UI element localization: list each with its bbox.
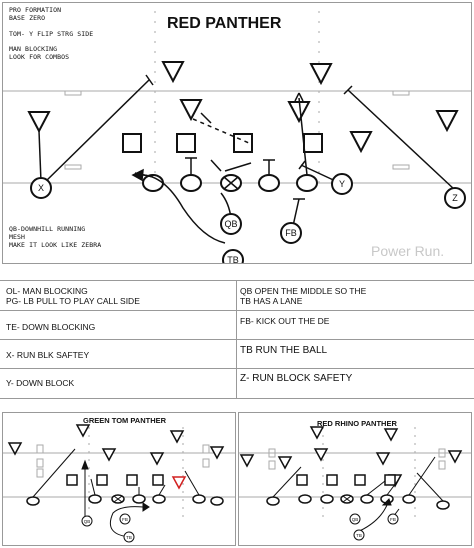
qb-line: MAKE IT LOOK LIKE ZEBRA: [9, 241, 102, 249]
info-line: BASE ZERO: [9, 14, 46, 22]
lineman-square: [233, 133, 253, 153]
watermark: Power Run.: [371, 243, 445, 259]
z-receiver-circle: [444, 187, 466, 209]
note-qb-line1: QB OPEN THE MIDDLE SO THE: [240, 286, 367, 296]
z-label: Z: [452, 193, 458, 203]
green-tb-label: TB: [126, 535, 132, 540]
defender-triangle: [349, 131, 373, 154]
blocking-routes: [38, 74, 456, 244]
green-tom-title: GREEN TOM PANTHER: [83, 416, 167, 425]
red-rhino-panel: QB FB TB RED RHINO PANTHER: [238, 412, 472, 546]
main-play-diagram: X Y Z QB FB TB: [3, 11, 471, 263]
lineman-oval: [180, 174, 202, 192]
x-label: X: [38, 183, 44, 193]
green-qb-label: QB: [84, 519, 91, 524]
note-ol: OL- MAN BLOCKING: [6, 286, 88, 296]
lineman-oval: [258, 174, 280, 192]
qb-circle: [220, 213, 242, 235]
defender-triangle: [161, 61, 185, 84]
blocking-info: MAN BLOCKING LOOK FOR COMBOS: [9, 45, 69, 61]
defender-triangle: [435, 110, 459, 133]
qb-line: QB-DOWNHILL RUNNING: [9, 225, 86, 233]
note-y: Y- DOWN BLOCK: [6, 378, 75, 388]
skill-players: [30, 173, 466, 263]
note-z: Z- RUN BLOCK SAFETY: [240, 373, 353, 384]
play-title: RED PANTHER: [167, 15, 282, 32]
blocking-line: LOOK FOR COMBOS: [9, 53, 70, 61]
rhino-tb-label: TB: [356, 533, 362, 538]
red-rhino-title: RED RHINO PANTHER: [317, 419, 397, 428]
info-line: [9, 22, 93, 30]
lineman-square: [303, 133, 323, 153]
lineman-square: [176, 133, 196, 153]
blocking-line: MAN BLOCKING: [9, 45, 58, 53]
qb-label: QB: [224, 219, 237, 229]
main-play-panel: X Y Z QB FB TB RED PANTHER PRO FORMATION…: [2, 2, 472, 264]
tb-label: TB: [227, 255, 239, 263]
rhino-fb-label: FB: [390, 517, 396, 522]
tb-circle: [222, 249, 244, 263]
fb-label: FB: [285, 228, 297, 238]
defender-triangle: [27, 111, 51, 134]
y-label: Y: [339, 179, 345, 189]
qb-line: MESH: [9, 233, 26, 241]
fb-circle: [280, 222, 302, 244]
rhino-qb-label: QB: [352, 517, 359, 522]
lineman-oval: [296, 174, 318, 192]
highlighted-defender-triangle: [171, 476, 187, 490]
note-fb: FB- KICK OUT THE DE: [240, 316, 330, 326]
formation-info: PRO FORMATION BASE ZERO TOM- Y FLIP STRG…: [9, 6, 93, 38]
x-receiver-circle: [30, 177, 52, 199]
info-line: PRO FORMATION: [9, 6, 62, 14]
note-x: X- RUN BLK SAFTEY: [6, 350, 90, 360]
green-fb-label: FB: [122, 517, 128, 522]
y-end-circle: [331, 173, 353, 195]
qb-info: QB-DOWNHILL RUNNING MESH MAKE IT LOOK LI…: [9, 225, 101, 249]
defender-triangle: [179, 99, 203, 122]
note-te: TE- DOWN BLOCKING: [6, 322, 96, 332]
green-tom-diagram: QB FB TB: [3, 424, 235, 543]
green-tom-panel: QB FB TB GREEN TOM PANTHER: [2, 412, 236, 546]
center-x-mark: [223, 176, 239, 190]
offensive-line: [122, 133, 323, 192]
note-pg: PG- LB PULL TO PLAY CALL SIDE: [6, 296, 140, 306]
defender-triangle: [309, 63, 333, 86]
notes-table: OL- MAN BLOCKING PG- LB PULL TO PLAY CAL…: [0, 280, 474, 399]
note-tb: TB RUN THE BALL: [240, 345, 328, 356]
red-rhino-diagram: QB FB TB: [239, 426, 471, 541]
note-qb-line2: TB HAS A LANE: [240, 296, 303, 306]
lineman-square: [122, 133, 142, 153]
info-line: TOM- Y FLIP STRG SIDE: [9, 30, 94, 38]
defenders: [27, 61, 459, 154]
